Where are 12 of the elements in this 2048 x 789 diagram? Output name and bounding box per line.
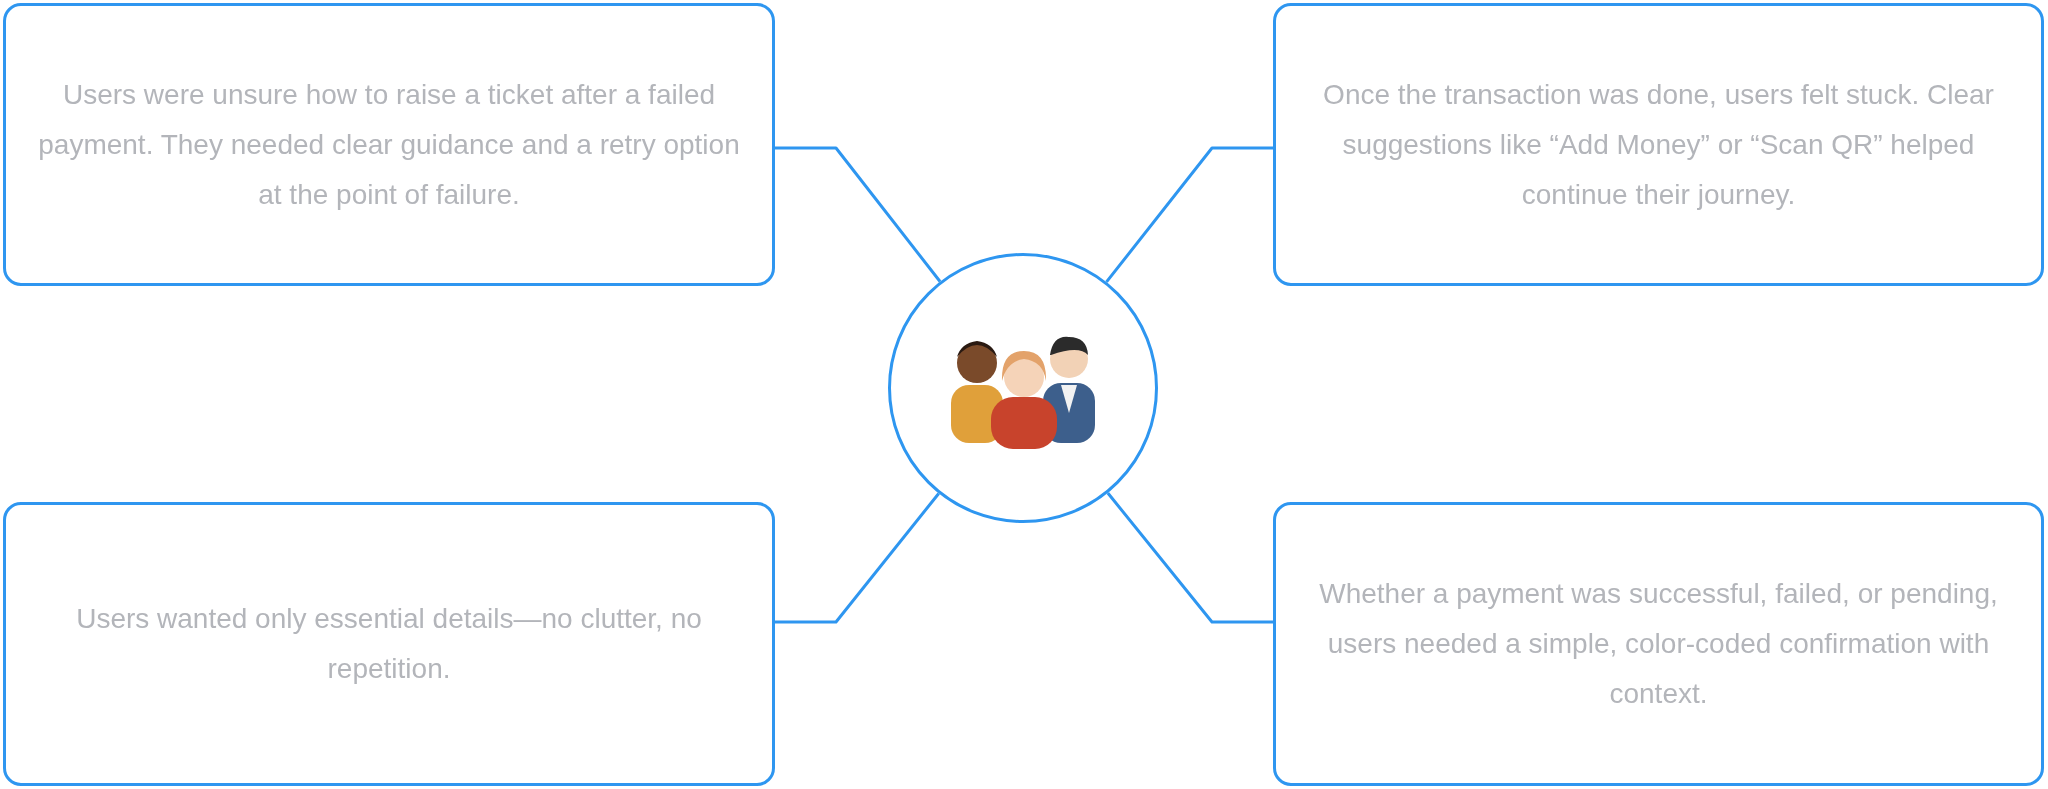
connector-line: [775, 492, 940, 624]
connector-line: [1106, 492, 1273, 624]
box-text: Users wanted only essential details—no clutter, no repetition.: [75, 602, 703, 686]
connector-line: [775, 146, 942, 283]
text-box: [3, 502, 775, 786]
box-text: Once the transaction was done, users felt stuck. Clear suggestions like “Add Money” or “Scan QR” helped continue their journey.: [1322, 77, 1995, 212]
box-text: Whether a payment was successful, failed, or pending, users needed a simple, color-coded confirmation with context.: [1318, 577, 1999, 711]
text-box: [1273, 502, 2044, 786]
text-box: [3, 3, 775, 286]
box-text: Users were unsure how to raise a ticket after a failed payment. They needed clear guidance and a retry option at the point of failure.: [38, 77, 740, 212]
text-box: [1273, 3, 2044, 286]
connector-line: [1105, 146, 1273, 283]
